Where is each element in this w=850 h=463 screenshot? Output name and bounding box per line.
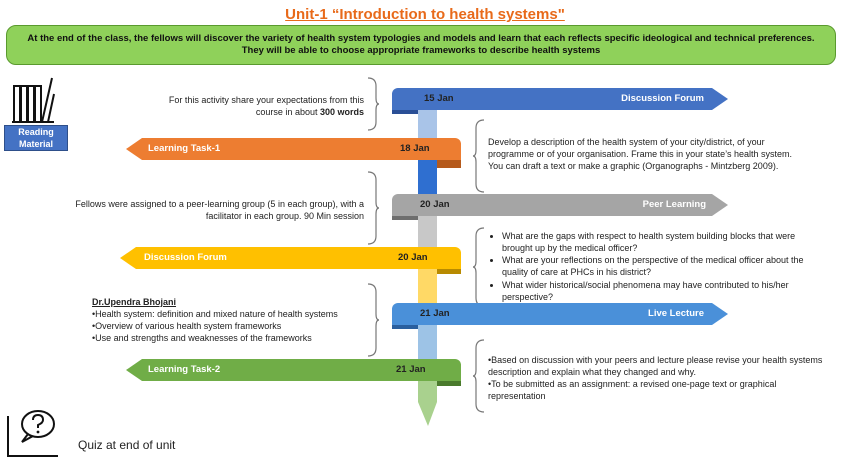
bar-fold	[437, 378, 461, 386]
date-label: 20 Jan	[420, 199, 450, 210]
lecture-topic: •Use and strengths and weaknesses of the…	[92, 333, 312, 344]
activity-label: Discussion Forum	[144, 252, 227, 263]
question-item: What are the gaps with respect to health…	[502, 230, 824, 254]
peer-learning-bar[interactable]: 20 Jan Peer Learning	[392, 194, 728, 216]
timeline-trunk-segment	[418, 212, 437, 252]
bar-fold	[392, 106, 418, 114]
lecture-topic: •Overview of various health system frame…	[92, 321, 282, 332]
timeline-trunk-segment	[418, 320, 437, 360]
learning-task-1-bar[interactable]: Learning Task-1 18 Jan	[126, 138, 461, 160]
question-item: What are your reflections on the perspec…	[502, 254, 824, 278]
activity-label: Peer Learning	[642, 199, 706, 210]
bar-fold	[437, 266, 461, 274]
learning-objective-banner: At the end of the class, the fellows wil…	[6, 25, 836, 65]
brace	[472, 339, 485, 413]
activity-label: Learning Task-2	[148, 364, 221, 375]
brace	[367, 77, 380, 131]
bar-fold	[437, 160, 461, 168]
date-label: 15 Jan	[424, 93, 454, 104]
reading-material-button[interactable]: Reading Material	[4, 125, 68, 151]
date-label: 21 Jan	[396, 364, 426, 375]
activity-description: Develop a description of the health syst…	[488, 137, 792, 172]
date-label: 21 Jan	[420, 308, 450, 319]
question-bubble-icon	[6, 408, 60, 458]
instruction-item: •Based on discussion with your peers and…	[488, 355, 823, 378]
lecture-details: Dr.Upendra Bhojani •Health system: defin…	[92, 296, 368, 345]
timeline-trunk-segment	[418, 374, 437, 402]
discussion-questions: What are the gaps with respect to health…	[490, 230, 824, 303]
books-icon	[10, 72, 56, 124]
learning-task-2-bar[interactable]: Learning Task-2 21 Jan	[126, 359, 461, 381]
brace	[367, 283, 380, 357]
task-instructions: •Based on discussion with your peers and…	[488, 354, 828, 403]
timeline-arrow-tip	[418, 402, 437, 426]
activity-description: Fellows were assigned to a peer-learning…	[75, 199, 364, 222]
date-label: 18 Jan	[400, 143, 430, 154]
activity-label: Learning Task-1	[148, 143, 221, 154]
live-lecture-bar[interactable]: 21 Jan Live Lecture	[392, 303, 728, 325]
lecture-topic: •Health system: definition and mixed nat…	[92, 309, 338, 320]
bar-fold	[392, 321, 418, 329]
discussion-forum-bar-1[interactable]: 15 Jan Discussion Forum	[392, 88, 728, 110]
bar-fold	[392, 212, 418, 220]
timeline-trunk-segment	[418, 154, 437, 198]
date-label: 20 Jan	[398, 252, 428, 263]
timeline-trunk-segment	[418, 266, 437, 306]
brace	[472, 119, 485, 193]
activity-label: Discussion Forum	[621, 93, 704, 104]
brace	[367, 171, 380, 245]
instruction-item: •To be submitted as an assignment: a rev…	[488, 379, 777, 402]
page-title: Unit-1 “Introduction to health systems"	[285, 6, 565, 23]
brace	[472, 227, 485, 307]
activity-label: Live Lecture	[648, 308, 704, 319]
discussion-forum-bar-2[interactable]: Discussion Forum 20 Jan	[120, 247, 461, 269]
activity-description: For this activity share your expectation…	[168, 95, 364, 118]
quiz-label: Quiz at end of unit	[78, 438, 176, 452]
question-item: What wider historical/social phenomena m…	[502, 279, 824, 303]
word-count: 300 words	[319, 107, 364, 118]
speaker-name: Dr.Upendra Bhojani	[92, 297, 177, 307]
